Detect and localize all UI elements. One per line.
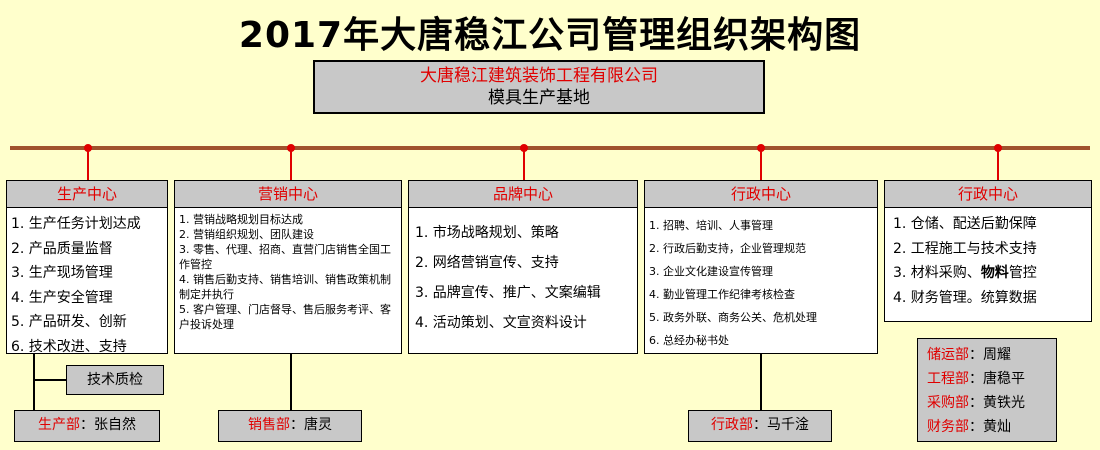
dept-item: 2. 工程施工与技术支持 <box>893 240 1037 257</box>
dept-item: 4. 勤业管理工作纪律考核检查 <box>649 288 795 301</box>
dept-item: 3. 零售、代理、招商、直营门店销售全国工作管控 <box>179 243 391 271</box>
dept-item: 4. 销售后勤支持、销售培训、销售政策机制制定并执行 <box>179 273 391 301</box>
dept-item: 3. 材料采购、物料管控 <box>893 265 1037 281</box>
manager-production: 生产部：张自然 <box>14 410 160 442</box>
connector-line <box>760 354 762 410</box>
dept-item: 1. 营销战略规划目标达成 <box>179 213 303 226</box>
connector-line <box>997 150 999 180</box>
dept-admin: 行政中心 1. 招聘、培训、人事管理 2. 行政后勤支持，企业管理规范 3. 企… <box>644 180 878 354</box>
dept-item: 5. 客户管理、门店督导、售后服务考评、客户投诉处理 <box>179 303 391 331</box>
dept-item: 2. 行政后勤支持，企业管理规范 <box>649 242 806 255</box>
manager-admin: 行政部：马千淦 <box>688 410 832 442</box>
dept-header: 行政中心 <box>885 181 1091 208</box>
staff-list: 储运部：周耀 工程部：唐稳平 采购部：黄铁光 财务部：黄灿 <box>917 338 1057 442</box>
dept-marketing: 营销中心 1. 营销战略规划目标达成 2. 营销组织规划、团队建设 3. 零售、… <box>174 180 402 354</box>
dept-item: 1. 生产任务计划达成 <box>11 216 141 232</box>
dept-header: 生产中心 <box>7 181 167 208</box>
connector-line <box>523 150 525 180</box>
connector-line <box>87 150 89 180</box>
staff-row: 采购部：黄铁光 <box>927 395 1025 411</box>
dept-header: 品牌中心 <box>409 181 637 208</box>
connector-dot <box>84 144 92 152</box>
staff-row: 工程部：唐稳平 <box>927 371 1025 387</box>
connector-bar <box>10 146 1090 150</box>
page-title: 2017年大唐稳江公司管理组织架构图 <box>238 15 862 56</box>
dept-item: 3. 企业文化建设宣传管理 <box>649 265 773 278</box>
connector-dot <box>287 144 295 152</box>
dept-item: 1. 市场战略规划、策略 <box>415 225 559 241</box>
dept-brand: 品牌中心 1. 市场战略规划、策略 2. 网络营销宣传、支持 3. 品牌宣传、推… <box>408 180 638 354</box>
dept-item: 2. 产品质量监督 <box>11 240 113 257</box>
dept-item: 3. 品牌宣传、推广、文案编辑 <box>415 285 601 301</box>
dept-item: 1. 仓储、配送后勤保障 <box>893 216 1037 232</box>
dept-item: 6. 技术改进、支持 <box>11 338 127 355</box>
dept-item: 2. 网络营销宣传、支持 <box>415 255 559 271</box>
staff-row: 储运部：周耀 <box>927 347 1011 363</box>
base-name: 模具生产基地 <box>488 88 590 108</box>
qc-box: 技术质检 <box>66 365 164 395</box>
dept-production: 生产中心 1. 生产任务计划达成 2. 产品质量监督 3. 生产现场管理 4. … <box>6 180 168 355</box>
dept-item: 3. 生产现场管理 <box>11 265 113 281</box>
dept-header: 营销中心 <box>175 181 401 208</box>
dept-item: 4. 活动策划、文宣资料设计 <box>415 315 587 331</box>
manager-sales: 销售部：唐灵 <box>218 410 362 442</box>
dept-item: 2. 营销组织规划、团队建设 <box>179 228 314 241</box>
dept-item: 1. 招聘、培训、人事管理 <box>649 219 773 232</box>
staff-row: 财务部：黄灿 <box>927 419 1011 435</box>
dept-admin-2: 行政中心 1. 仓储、配送后勤保障 2. 工程施工与技术支持 3. 材料采购、物… <box>884 180 1092 322</box>
connector-line <box>33 379 67 381</box>
dept-item: 4. 财务管理。统算数据 <box>893 289 1037 306</box>
dept-header: 行政中心 <box>645 181 877 208</box>
connector-line <box>290 354 292 410</box>
connector-dot <box>757 144 765 152</box>
connector-line <box>290 150 292 180</box>
company-name: 大唐稳江建筑装饰工程有限公司 <box>420 66 658 86</box>
connector-dot <box>994 144 1002 152</box>
connector-line <box>760 150 762 180</box>
dept-item: 5. 政务外联、商务公关、危机处理 <box>649 311 817 324</box>
connector-line <box>33 354 35 410</box>
company-box: 大唐稳江建筑装饰工程有限公司 模具生产基地 <box>313 60 765 114</box>
dept-item: 6. 总经办秘书处 <box>649 334 729 347</box>
dept-item: 4. 生产安全管理 <box>11 289 113 306</box>
connector-dot <box>520 144 528 152</box>
dept-item: 5. 产品研发、创新 <box>11 314 127 330</box>
